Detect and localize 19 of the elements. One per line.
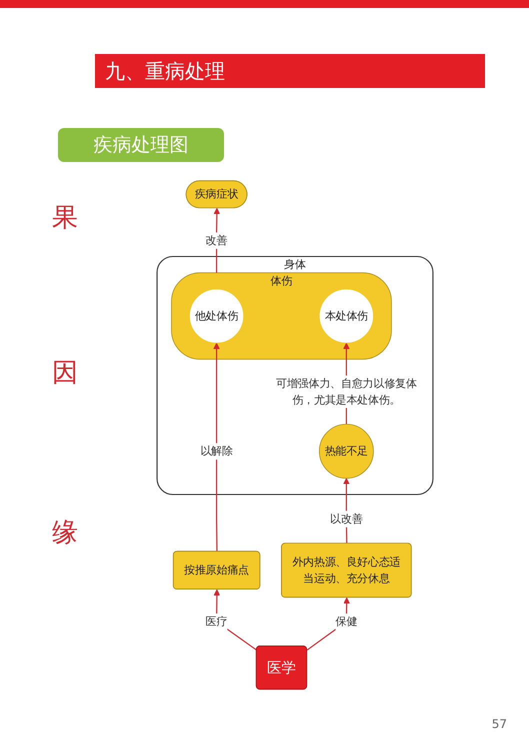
arrow bbox=[214, 589, 257, 651]
edge-label: 保健 bbox=[336, 614, 358, 628]
title-banner: 九、重病处理 bbox=[95, 54, 485, 88]
row-label: 果 bbox=[52, 202, 78, 235]
arrow bbox=[214, 208, 220, 273]
page-number: 57 bbox=[492, 717, 507, 731]
node-circle: 热能不足 bbox=[318, 424, 374, 479]
arrow bbox=[306, 597, 350, 651]
node-circle: 本处体伤 bbox=[318, 288, 374, 344]
row-label: 缘 bbox=[52, 517, 78, 550]
edge-label: 可增强体力、自愈力以修复体伤，尤其是本处体伤。 bbox=[276, 376, 417, 406]
row-label: 因 bbox=[52, 357, 78, 390]
edge-label: 以解除 bbox=[200, 444, 233, 458]
edge-label: 改善 bbox=[206, 234, 228, 247]
edge-label: 以改善 bbox=[330, 512, 363, 526]
section-tag: 疾病处理图 bbox=[58, 128, 224, 162]
arrow bbox=[213, 342, 220, 552]
edge-label: 医疗 bbox=[206, 614, 228, 628]
node-circle: 他处体伤 bbox=[189, 288, 244, 344]
